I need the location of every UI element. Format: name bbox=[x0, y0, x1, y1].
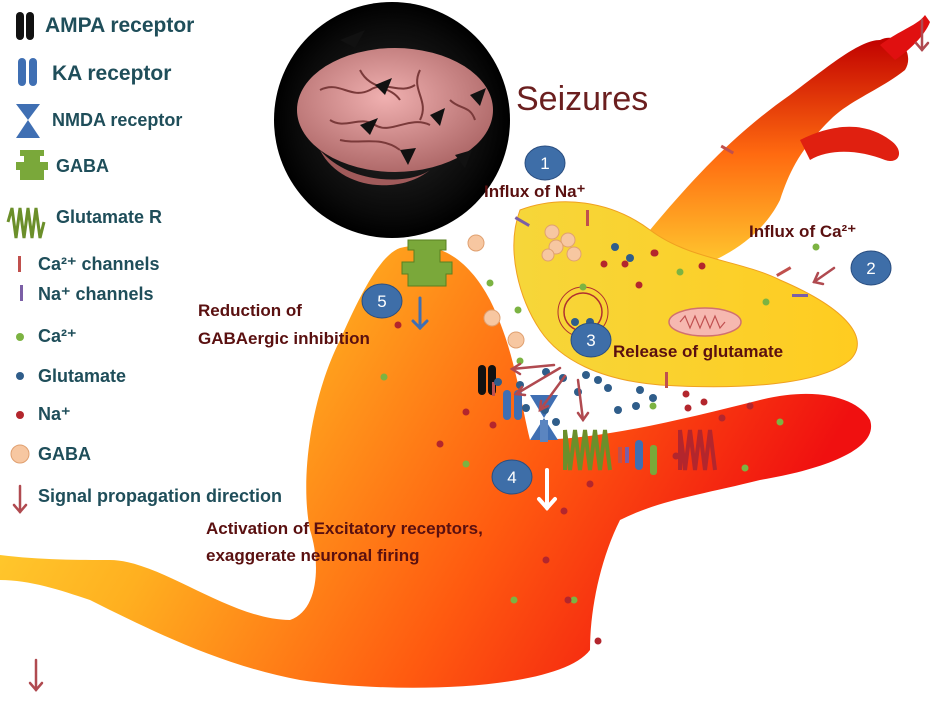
ca-ions bbox=[380, 243, 820, 604]
legend-gaba-molecule-label: GABA bbox=[38, 444, 91, 464]
na-channel-pre bbox=[514, 216, 530, 227]
ca-ion-icon bbox=[16, 333, 24, 341]
reduction-label-line1: Reduction of bbox=[198, 301, 302, 320]
ca-channel-icon bbox=[18, 256, 21, 272]
mitochondrion-cristae bbox=[679, 314, 726, 330]
legend-na-ion-label: Na⁺ bbox=[38, 404, 71, 424]
dendrite-tip bbox=[880, 15, 930, 60]
ampa-receptor-icon bbox=[16, 12, 24, 40]
glutamate-receptor-green bbox=[563, 429, 612, 471]
na-ion-icon bbox=[16, 411, 24, 419]
glutamate-receptor-red bbox=[678, 429, 717, 471]
glutamate-icon bbox=[16, 372, 24, 380]
reduction-label-line2: GABAergic inhibition bbox=[198, 329, 370, 348]
ca-channel-pre-right bbox=[776, 266, 792, 277]
dendrite bbox=[650, 37, 909, 271]
brain-seizure-arrows bbox=[340, 30, 486, 168]
diagram-title: Seizures bbox=[516, 80, 649, 118]
ampa-receptor-left bbox=[478, 365, 486, 395]
na-ions bbox=[394, 249, 754, 645]
ka-receptor-membrane-right bbox=[650, 445, 657, 475]
influx-ca-label: Influx of Ca²⁺ bbox=[749, 222, 857, 241]
mitochondrion bbox=[668, 307, 742, 337]
ca-channel-pre-bottom bbox=[665, 372, 668, 388]
legend-glutamate-r-label: Glutamate R bbox=[56, 207, 163, 227]
release-glutamate-label: Release of glutamate bbox=[613, 342, 784, 361]
legend-ampa-label: AMPA receptor bbox=[45, 14, 195, 37]
legend-ca-channels-label: Ca²⁺ channels bbox=[38, 254, 160, 274]
svg-text:4: 4 bbox=[507, 468, 516, 487]
legend-na-channels-label: Na⁺ channels bbox=[38, 284, 154, 304]
step-badge-1: 1 bbox=[524, 145, 566, 181]
step-badge-4: 4 bbox=[491, 459, 533, 495]
svg-text:3: 3 bbox=[586, 331, 595, 350]
ka-receptor-icon bbox=[18, 58, 26, 86]
legend-icons bbox=[6, 12, 48, 514]
brain-cerebellum bbox=[320, 150, 430, 186]
ka-receptor-left bbox=[503, 390, 511, 420]
influx-na-label: Influx of Na⁺ bbox=[484, 182, 586, 201]
nmda-receptor-icon bbox=[16, 104, 40, 138]
na-channel-pre-right bbox=[792, 294, 808, 297]
dendrite-branch bbox=[800, 126, 900, 161]
svg-text:1: 1 bbox=[540, 154, 549, 173]
nmda-receptor bbox=[530, 395, 558, 442]
svg-text:5: 5 bbox=[377, 292, 386, 311]
ka-receptor-right bbox=[514, 390, 522, 420]
gaba-receptor-icon bbox=[16, 150, 48, 180]
legend-gaba-receptor-label: GABA bbox=[56, 156, 109, 176]
legend-glutamate-label: Glutamate bbox=[38, 366, 127, 386]
legend-signal-label: Signal propagation direction bbox=[38, 486, 283, 506]
svg-text:2: 2 bbox=[866, 259, 875, 278]
ca-channel-ampa bbox=[492, 382, 495, 396]
step-badge-2: 2 bbox=[850, 250, 892, 286]
legend-ka-label: KA receptor bbox=[52, 62, 172, 85]
ca-channel-membrane bbox=[618, 447, 622, 463]
signal-direction-icon bbox=[12, 484, 28, 514]
ca-channel-dendrite bbox=[720, 144, 735, 155]
gaba-receptor bbox=[401, 239, 453, 287]
activation-label-line1: Activation of Excitatory receptors, bbox=[206, 519, 483, 538]
postsynaptic-neuron bbox=[0, 245, 872, 688]
ka-receptor-membrane-left bbox=[635, 440, 643, 470]
step-badge-5: 5 bbox=[361, 283, 403, 319]
legend-nmda-label: NMDA receptor bbox=[52, 110, 183, 130]
signal-arrows bbox=[28, 18, 930, 692]
na-channel-membrane bbox=[625, 447, 629, 463]
gaba-molecule-icon bbox=[10, 444, 30, 464]
ca-channel-pre-top bbox=[586, 210, 589, 226]
gaba-molecules bbox=[467, 224, 582, 349]
legend-ca-ion-label: Ca²⁺ bbox=[38, 326, 77, 346]
excitation-arrow bbox=[537, 468, 557, 512]
step-badge-3: 3 bbox=[570, 322, 612, 358]
na-channel-icon bbox=[20, 285, 23, 301]
gaba-reduction-arrow bbox=[411, 296, 429, 331]
glutamate-receptor-icon bbox=[6, 207, 46, 239]
activation-label-line2: exaggerate neuronal firing bbox=[206, 546, 420, 565]
